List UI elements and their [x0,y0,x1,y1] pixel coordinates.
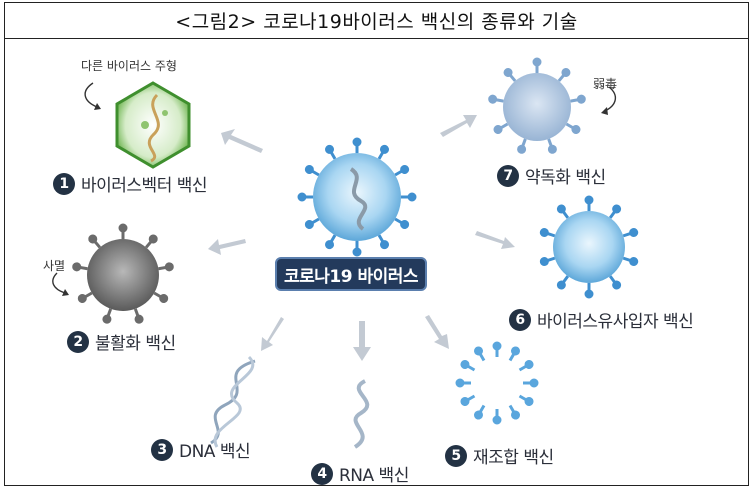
number-badge: 6 [509,308,531,331]
rna-strand-icon [353,379,370,449]
vaccine-name: 바이러스벡터 백신 [81,176,208,196]
label-inactivated-vaccine: 2 불활화 백신 [67,329,176,354]
number-badge: 1 [53,172,75,195]
arrow-to-3 [261,317,284,351]
number-badge: 2 [67,330,89,353]
label-rna-vaccine: 4 RNA 백신 [311,461,409,486]
number-badge: 3 [151,438,173,461]
number-badge: 5 [445,444,467,467]
note-killed: 사멸 [43,259,66,273]
central-virus-icon [296,136,418,258]
label-vlp-vaccine: 6 바이러스유사입자 백신 [509,307,694,332]
dna-helix-icon [210,355,256,448]
recombinant-protein-icon [454,340,540,426]
arrow-to-7 [440,115,477,137]
vaccine-name: 불활화 백신 [95,334,176,354]
figure-frame: <그림2> 코로나19바이러스 백신의 종류와 기술 [4,2,749,486]
note-arrow-1 [84,82,98,108]
label-viral-vector-vaccine: 1 바이러스벡터 백신 [53,171,208,196]
arrows [208,115,515,361]
number-badge: 7 [497,164,519,187]
arrow-to-6 [475,231,515,249]
note-arrow-7 [604,86,616,112]
arrow-to-5 [425,315,449,349]
label-recombinant-vaccine: 5 재조합 백신 [445,443,554,468]
note-attenuated: 弱毒 [593,77,618,91]
vaccine-name: 약독화 백신 [525,168,606,188]
vaccine-name: RNA 백신 [339,466,409,486]
label-attenuated-vaccine: 7 약독화 백신 [497,163,606,188]
arrow-to-1 [221,129,263,153]
vaccine-name: DNA 백신 [179,442,251,462]
center-virus-label: 코로나19 바이러스 [275,257,427,291]
virus-like-particle-icon [537,194,641,300]
note-vector-template: 다른 바이러스 주형 [81,59,177,73]
arrow-to-4 [353,321,371,361]
attenuated-virus-icon [486,56,588,156]
arrow-to-2 [208,239,246,255]
vaccine-name: 재조합 백신 [473,448,554,468]
viral-vector-icon [115,81,191,169]
note-arrow-2 [52,272,66,294]
vaccine-diagram: 코로나19 바이러스 다른 바이러스 주형 사멸 弱毒 1 바이러스벡터 백신 … [5,39,748,486]
number-badge: 4 [311,462,333,485]
diagram-graphics [52,56,641,449]
label-dna-vaccine: 3 DNA 백신 [151,437,251,462]
inactivated-virus-icon [70,222,176,326]
figure-title: <그림2> 코로나19바이러스 백신의 종류와 기술 [5,3,748,39]
vaccine-name: 바이러스유사입자 백신 [537,312,694,332]
